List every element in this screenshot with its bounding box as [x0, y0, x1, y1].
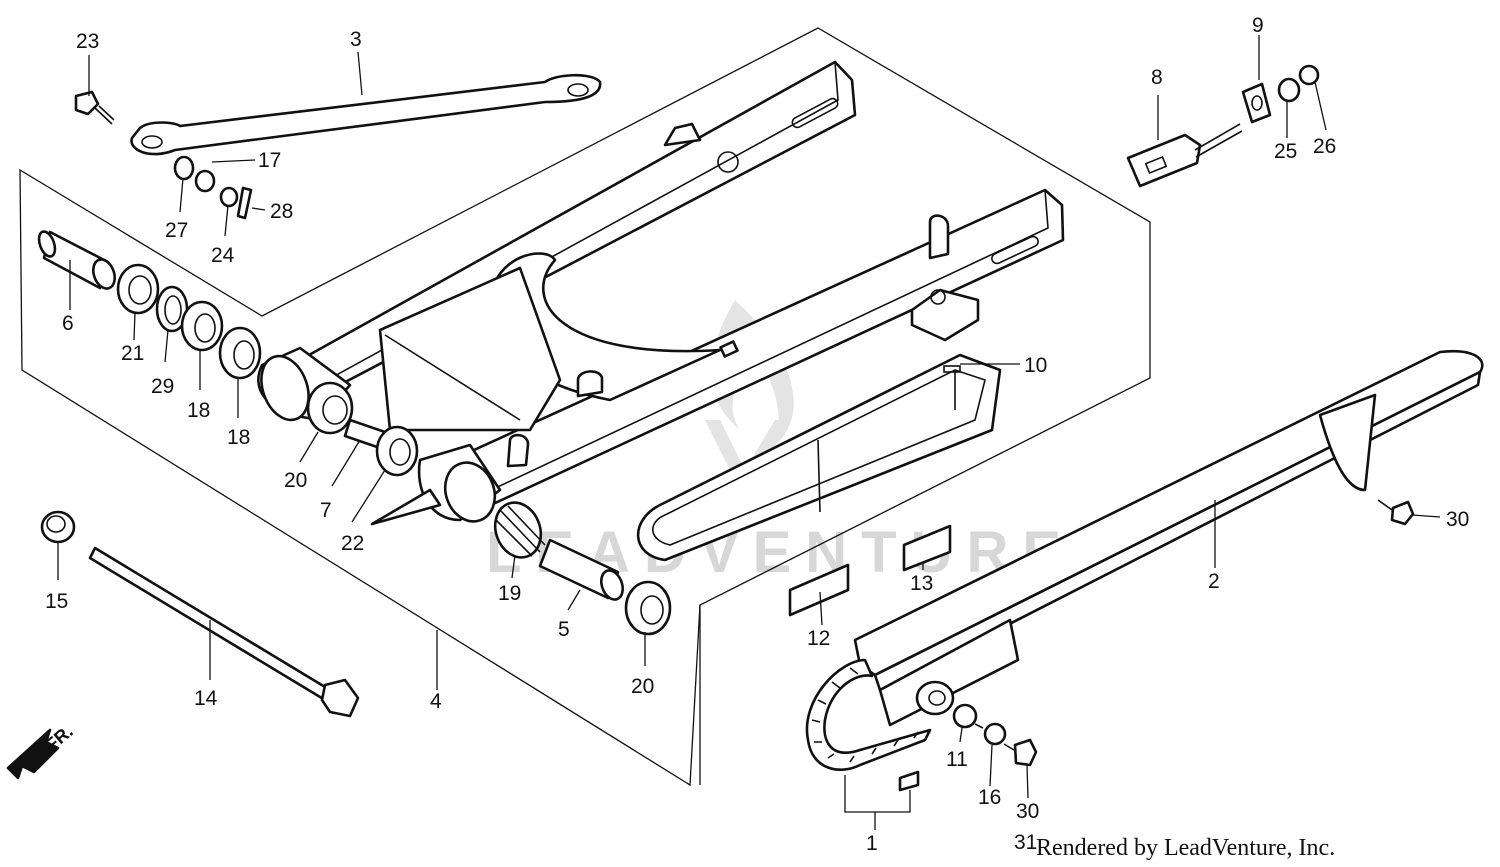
part-2-chain-case	[853, 349, 1484, 727]
callout-4: 4	[430, 690, 442, 713]
part-30-bolt-upper	[1377, 499, 1415, 526]
part-21-oil-seal	[116, 263, 160, 315]
callout-20-b: 20	[631, 675, 654, 698]
callout-8: 8	[1151, 66, 1163, 89]
part-8-chain-adjuster	[1126, 123, 1243, 188]
part-11-nut	[952, 703, 978, 729]
callout-numbers: 23 3 17 27 24 28 6 21 29 18 18 20 7 22 1…	[45, 14, 1469, 855]
part-25-nut	[1277, 77, 1301, 103]
callout-18-a: 18	[187, 399, 210, 422]
callout-7: 7	[320, 499, 332, 522]
callout-19: 19	[498, 582, 521, 605]
part-3-stay	[130, 73, 602, 156]
part-9-adjuster-plate	[1241, 82, 1272, 124]
callout-27: 27	[165, 219, 188, 242]
part-23-bolt	[74, 90, 115, 125]
callout-20-a: 20	[284, 469, 307, 492]
callout-6: 6	[62, 312, 74, 335]
callout-31: 31	[1014, 831, 1037, 854]
callout-30-upper: 30	[1446, 508, 1469, 531]
part-16-bolt	[974, 722, 1007, 746]
callout-2: 2	[1208, 570, 1220, 593]
callout-29: 29	[151, 375, 174, 398]
callout-11: 11	[946, 748, 968, 771]
part-4-swingarm	[257, 60, 1065, 526]
part-13-label	[902, 524, 952, 572]
part-5-collar	[538, 538, 625, 601]
part-27-nut	[173, 155, 195, 181]
callout-3: 3	[350, 28, 362, 51]
callout-16: 16	[978, 786, 1001, 809]
watermark-v-mark	[705, 420, 790, 500]
leader-lines	[57, 35, 1441, 830]
part-20-dust-seal-a	[306, 381, 354, 435]
callout-21: 21	[121, 342, 144, 365]
callout-22: 22	[341, 532, 364, 555]
render-credit: Rendered by LeadVenture, Inc.	[1036, 835, 1336, 861]
callout-15: 15	[45, 590, 68, 613]
callout-12: 12	[807, 627, 830, 650]
callout-30-lower: 30	[1016, 800, 1039, 823]
callout-5: 5	[558, 618, 570, 641]
part-28-cotter-pin	[236, 186, 253, 220]
part-31-clip	[898, 770, 920, 792]
front-direction-arrow: FR.	[6, 721, 77, 780]
callout-9: 9	[1252, 14, 1264, 37]
part-22-bearing	[375, 425, 419, 477]
part-26-nut	[1298, 64, 1320, 86]
part-18-bearing-b	[218, 326, 262, 380]
swingarm-group-outline	[19, 27, 1151, 787]
part-14-pivot-bolt	[88, 546, 360, 718]
part-10-chain-slider	[636, 353, 1002, 562]
part-30-bolt-lower	[1003, 738, 1038, 767]
part-20-dust-seal-b	[624, 580, 672, 636]
part-6-collar	[37, 230, 117, 290]
callout-17: 17	[258, 149, 281, 172]
callout-26: 26	[1313, 135, 1336, 158]
part-19-needle-bearing	[493, 501, 546, 559]
callout-14: 14	[194, 687, 218, 710]
callout-18-b: 18	[227, 426, 250, 449]
part-24-castle-nut	[219, 186, 239, 208]
part-15-cap	[40, 510, 76, 544]
callout-23: 23	[76, 30, 99, 53]
callout-28: 28	[270, 200, 293, 223]
part-17-washer	[194, 169, 216, 193]
callout-24: 24	[211, 244, 235, 267]
callout-13: 13	[910, 572, 933, 595]
part-1-drive-chain	[805, 658, 932, 771]
callout-1: 1	[866, 832, 878, 855]
callout-25: 25	[1274, 140, 1297, 163]
part-18-bearing-a	[180, 300, 224, 352]
part-12-label	[788, 563, 850, 617]
callout-10: 10	[1024, 354, 1047, 377]
